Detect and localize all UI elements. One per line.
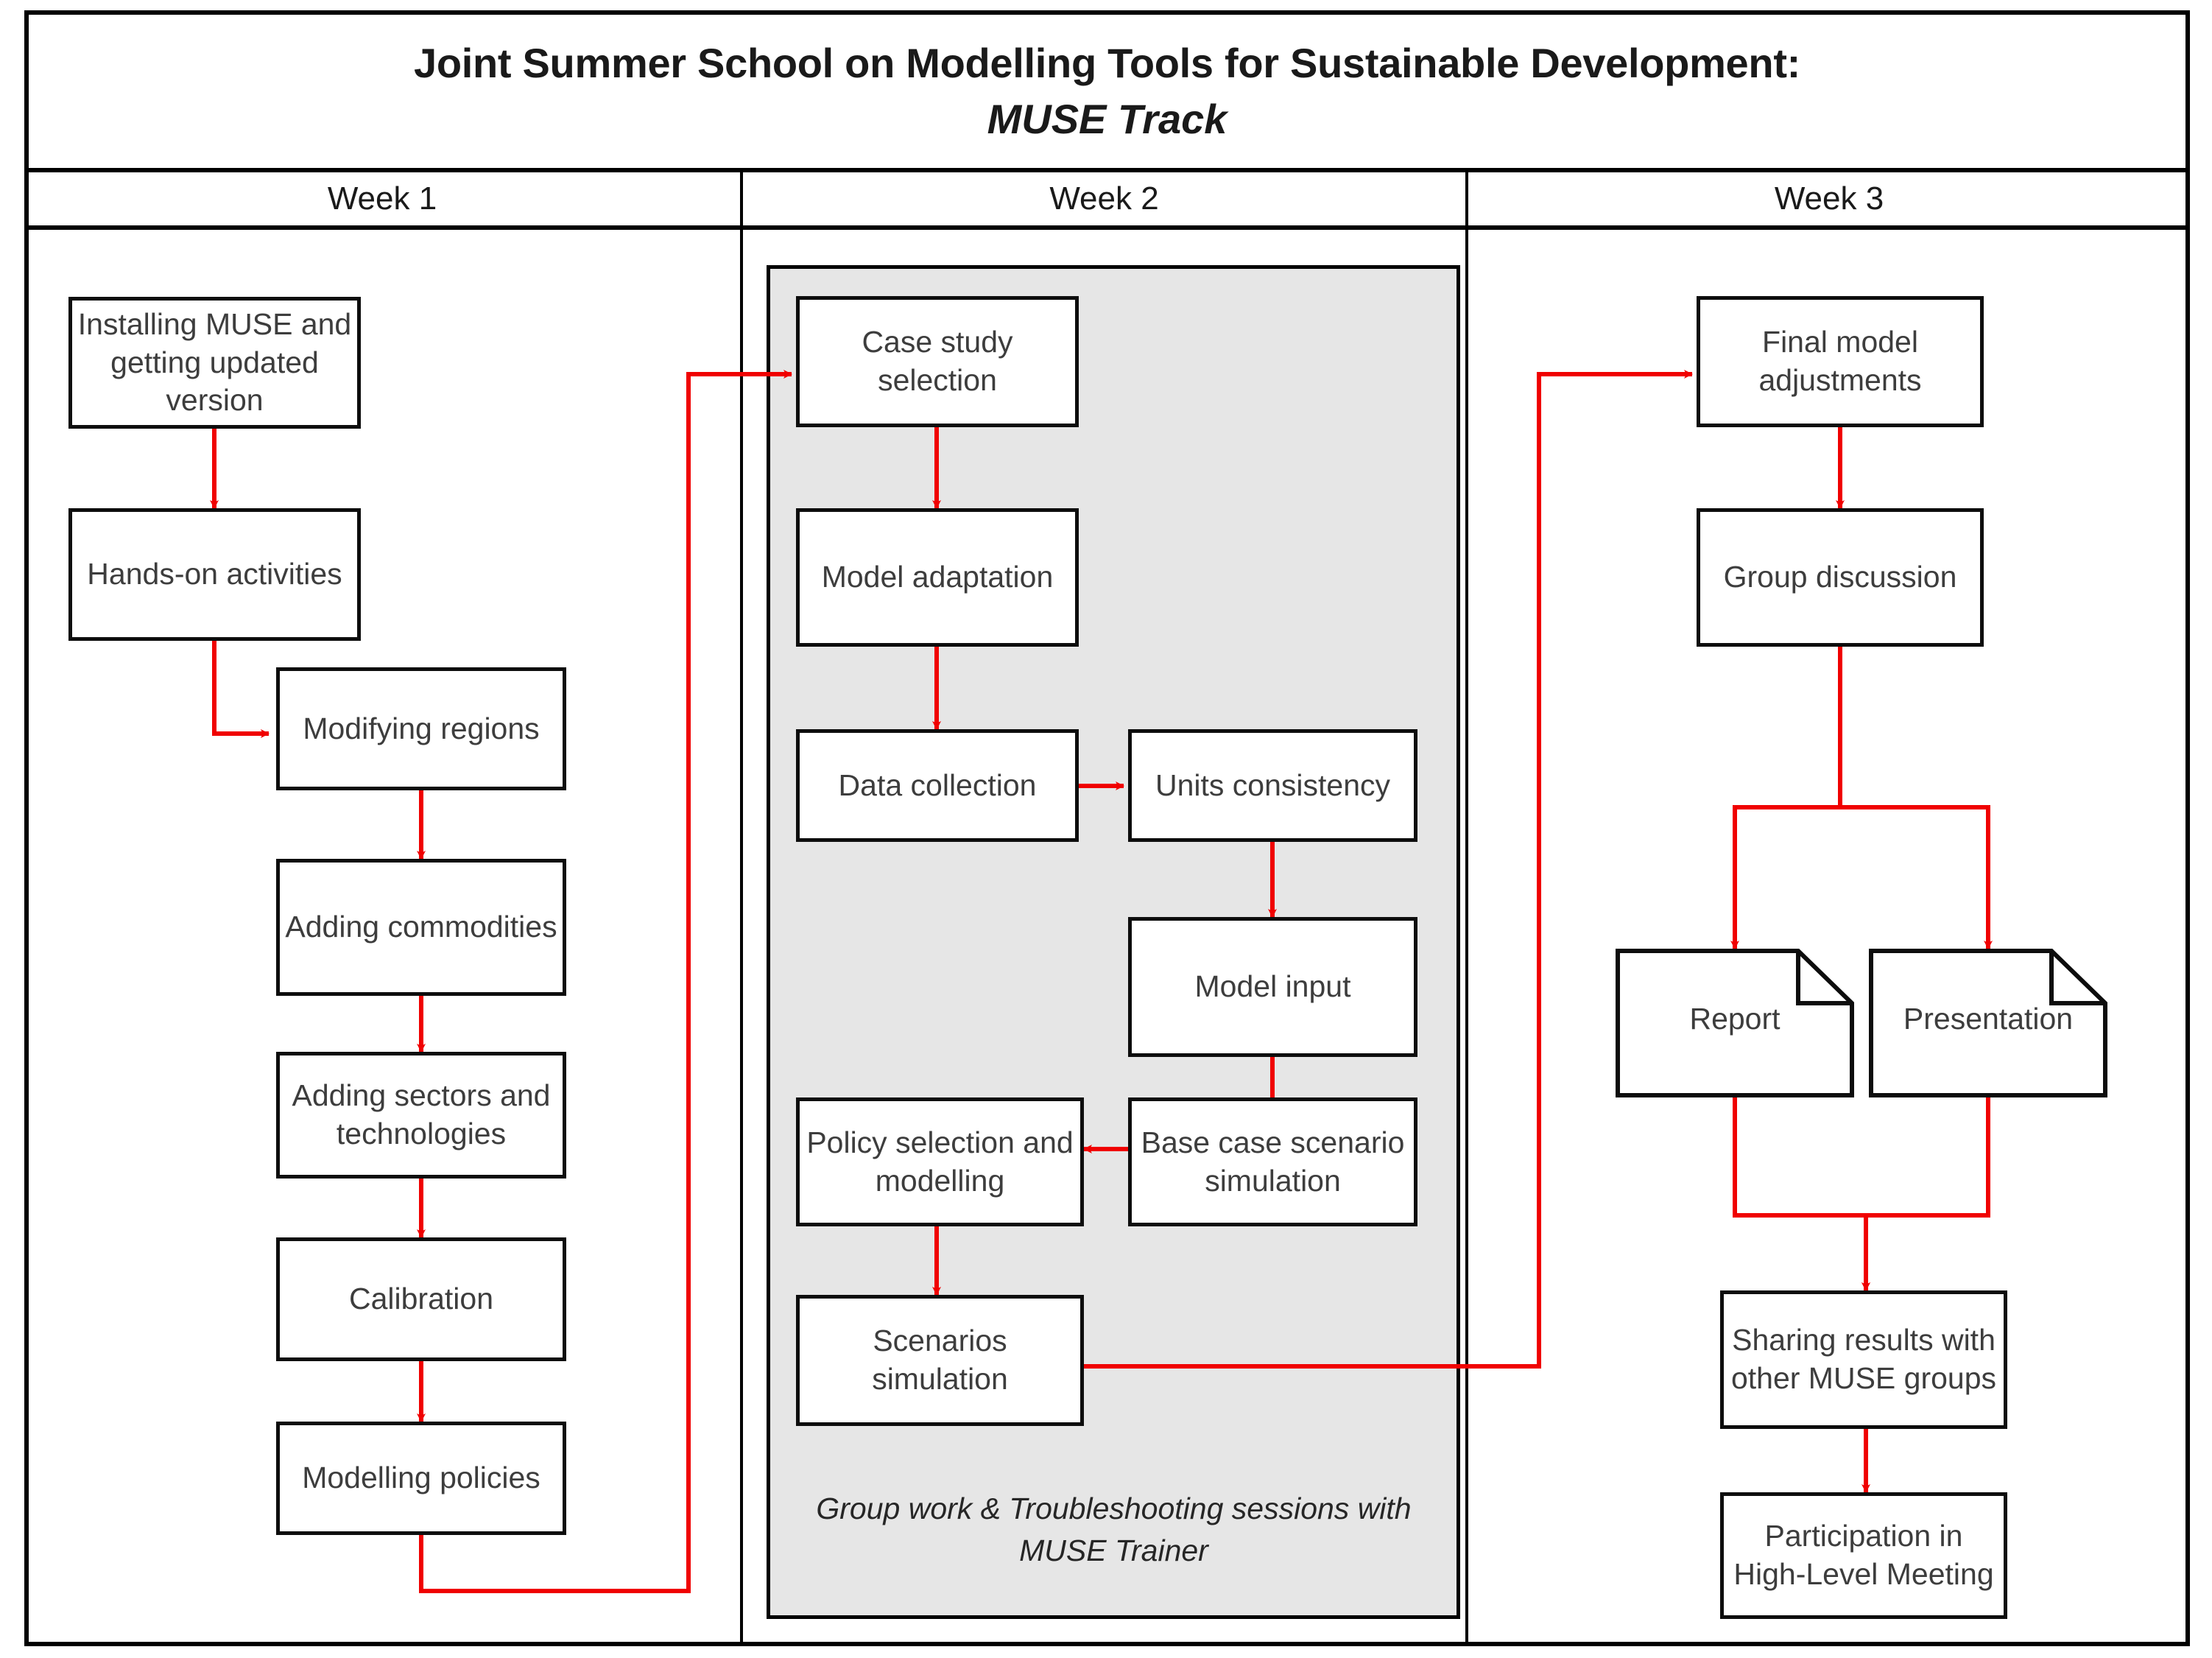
node-hands-on-activities[interactable]: Hands-on activities <box>68 508 361 641</box>
node-report[interactable]: Report <box>1616 949 1854 1097</box>
node-label: Participation in High-Level Meeting <box>1733 1519 1994 1591</box>
node-label: Sharing results with other MUSE groups <box>1730 1323 1997 1395</box>
node-label: Group discussion <box>1723 560 1957 594</box>
title-divider <box>24 168 2190 172</box>
column-header-week-3: Week 3 <box>1774 180 1884 217</box>
node-label: Modifying regions <box>303 711 540 745</box>
node-group-discussion[interactable]: Group discussion <box>1697 508 1984 647</box>
node-adding-commodities[interactable]: Adding commodities <box>276 859 566 996</box>
node-label: Base case scenario simulation <box>1141 1125 1405 1198</box>
node-label: Case study selection <box>862 325 1013 397</box>
node-modifying-regions[interactable]: Modifying regions <box>276 667 566 790</box>
node-label: Presentation <box>1903 1001 2074 1036</box>
node-label: Adding commodities <box>285 910 557 944</box>
node-base-case-scenario-simulation[interactable]: Base case scenario simulation <box>1128 1097 1417 1226</box>
node-scenarios-simulation[interactable]: Scenarios simulation <box>796 1295 1084 1426</box>
node-label: Policy selection and modelling <box>806 1125 1074 1198</box>
node-label: Calibration <box>349 1282 493 1316</box>
node-adding-sectors-technologies[interactable]: Adding sectors and technologies <box>276 1052 566 1178</box>
node-data-collection[interactable]: Data collection <box>796 729 1079 842</box>
column-divider-1 <box>740 168 743 1646</box>
node-model-input[interactable]: Model input <box>1128 917 1417 1057</box>
column-header-week-2: Week 2 <box>1049 180 1159 217</box>
node-final-model-adjustments[interactable]: Final model adjustments <box>1697 296 1984 427</box>
node-label: Units consistency <box>1155 767 1390 802</box>
node-label: Scenarios simulation <box>872 1324 1008 1396</box>
node-calibration[interactable]: Calibration <box>276 1237 566 1361</box>
node-label: Report <box>1689 1001 1780 1036</box>
node-label: Model adaptation <box>821 560 1054 594</box>
week2-group-caption: Group work & Troubleshooting sessions wi… <box>816 1492 1412 1567</box>
document-shape-icon <box>1869 949 2107 1097</box>
node-label: Adding sectors and technologies <box>292 1078 551 1151</box>
node-label: Model input <box>1194 969 1351 1004</box>
node-case-study-selection[interactable]: Case study selection <box>796 296 1079 427</box>
node-sharing-results[interactable]: Sharing results with other MUSE groups <box>1720 1290 2007 1429</box>
node-units-consistency[interactable]: Units consistency <box>1128 729 1417 842</box>
title-line-1: Joint Summer School on Modelling Tools f… <box>413 40 1801 86</box>
node-label: Hands-on activities <box>87 557 342 591</box>
node-label: Installing MUSE and getting updated vers… <box>77 307 352 418</box>
column-divider-2 <box>1465 168 1468 1646</box>
node-presentation[interactable]: Presentation <box>1869 949 2107 1097</box>
header-divider <box>24 225 2190 230</box>
node-participation-high-level-meeting[interactable]: Participation in High-Level Meeting <box>1720 1492 2007 1619</box>
column-header-week-1: Week 1 <box>327 180 437 217</box>
node-label: Final model adjustments <box>1758 325 1922 397</box>
node-label: Data collection <box>838 767 1037 802</box>
node-policy-selection-modelling[interactable]: Policy selection and modelling <box>796 1097 1084 1226</box>
node-label: Modelling policies <box>302 1461 540 1495</box>
node-modelling-policies[interactable]: Modelling policies <box>276 1422 566 1535</box>
node-installing-muse[interactable]: Installing MUSE and getting updated vers… <box>68 297 361 429</box>
document-shape-icon <box>1616 949 1854 1097</box>
title-line-2: MUSE Track <box>987 96 1227 142</box>
node-model-adaptation[interactable]: Model adaptation <box>796 508 1079 647</box>
diagram-title: Joint Summer School on Modelling Tools f… <box>24 10 2190 172</box>
